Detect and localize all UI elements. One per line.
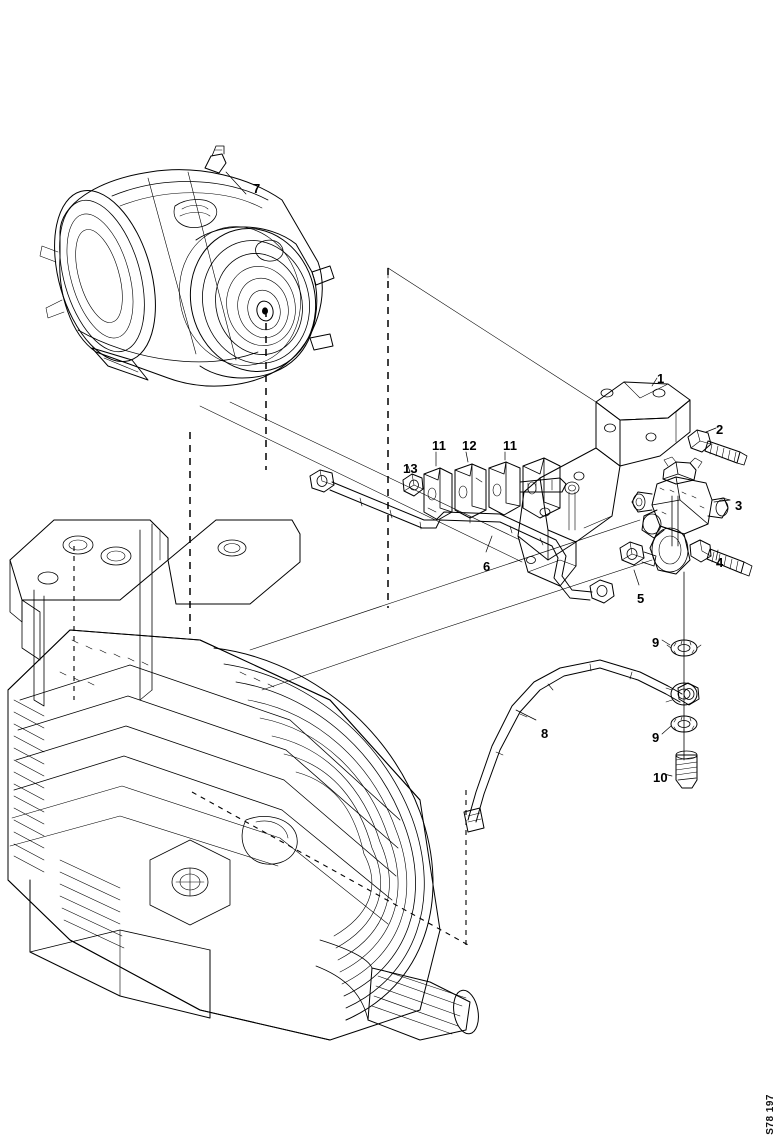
gasket-stack-graphic bbox=[402, 451, 580, 531]
sheet-code-watermark: S78 197 bbox=[765, 1094, 776, 1135]
callout-10: 10 bbox=[653, 770, 668, 785]
callout-2: 2 bbox=[716, 422, 724, 437]
callout-5: 5 bbox=[637, 591, 645, 606]
starter-motor-graphic bbox=[39, 145, 335, 387]
banjo-bolt-lower-graphic bbox=[689, 539, 753, 577]
callout-4: 4 bbox=[716, 555, 724, 570]
banjo-bolt-upper-graphic bbox=[687, 427, 748, 466]
parts-diagram-artwork bbox=[7, 145, 753, 1041]
hollow-screw-graphic bbox=[619, 541, 657, 586]
fastener-column-graphic bbox=[661, 571, 702, 789]
callout-9-lower: 9 bbox=[652, 730, 660, 745]
callout-12: 12 bbox=[462, 438, 477, 453]
oil-pipe-upper-graphic bbox=[309, 469, 615, 604]
callout-1: 1 bbox=[657, 371, 665, 386]
callout-13: 13 bbox=[403, 461, 418, 476]
mounting-bracket-graphic bbox=[517, 377, 691, 587]
valve-block-graphic bbox=[631, 456, 731, 575]
callout-3: 3 bbox=[735, 498, 743, 513]
diagram-sheet: 1 2 3 4 5 6 7 8 9 9 10 11 12 11 13 S78 1… bbox=[7, 145, 776, 1135]
engine-block-graphic bbox=[7, 519, 479, 1041]
callout-6: 6 bbox=[483, 559, 491, 574]
callout-11-a: 11 bbox=[432, 438, 447, 453]
callout-7: 7 bbox=[253, 181, 261, 196]
callout-11-b: 11 bbox=[503, 438, 518, 453]
oil-pipe-lower-graphic bbox=[463, 659, 700, 833]
projection-lines bbox=[73, 267, 653, 947]
callout-8: 8 bbox=[541, 726, 549, 741]
callout-9-upper: 9 bbox=[652, 635, 660, 650]
